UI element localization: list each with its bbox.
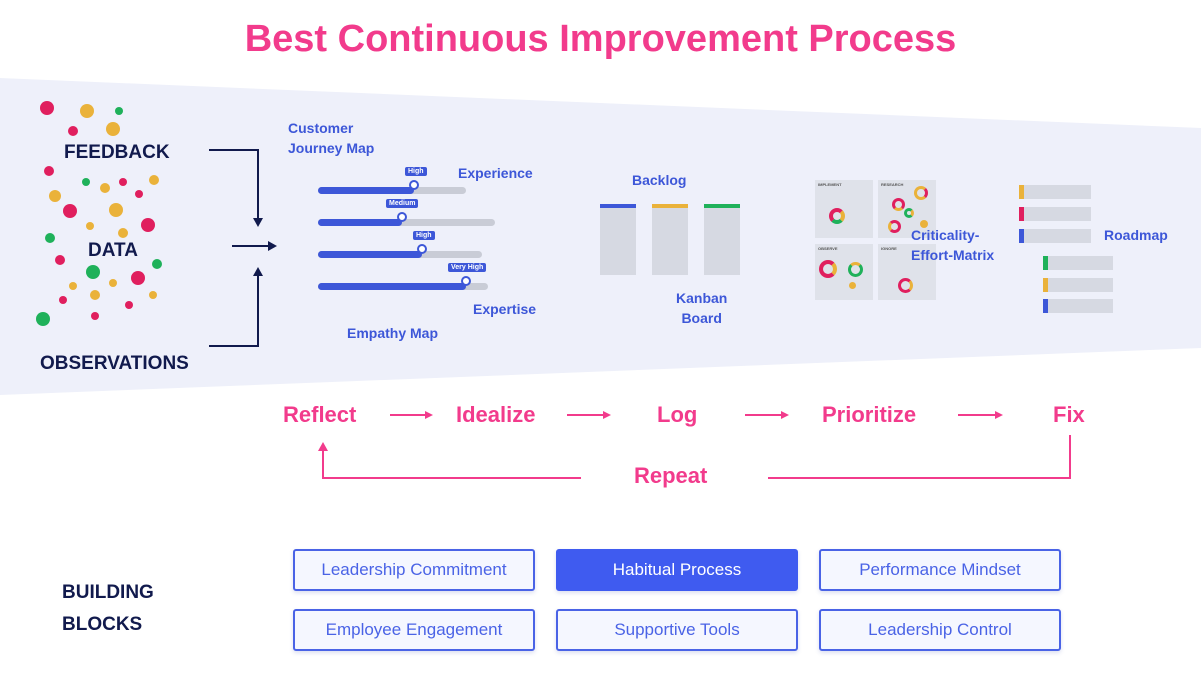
building-blocks-label: BUILDING BLOCKS <box>62 582 154 635</box>
block-leadership-control: Leadership Control <box>819 609 1061 651</box>
block-supportive-tools: Supportive Tools <box>556 609 798 651</box>
page-title: Best Continuous Improvement Process <box>244 18 957 60</box>
step-arrows <box>318 411 1071 479</box>
matrix-quadrant: RESEARCH <box>878 180 936 238</box>
level-tag: Medium <box>386 199 419 208</box>
input-arrows <box>209 149 270 347</box>
step-fix: Fix <box>1053 402 1085 427</box>
step-idealize: Idealize <box>456 402 536 427</box>
customer-journey-map-label: Customer Journey Map <box>288 120 375 156</box>
feedback-label: FEEDBACK <box>64 142 170 163</box>
block-leadership-commitment: Leadership Commitment <box>293 549 535 591</box>
empathy-map-label: Empathy Map <box>347 325 439 341</box>
step-prioritize: Prioritize <box>822 402 917 427</box>
backlog-label: Backlog <box>632 172 687 188</box>
kanban-columns <box>600 204 740 275</box>
empathy-sliders <box>318 180 495 290</box>
step-reflect: Reflect <box>283 402 357 427</box>
matrix-quadrant: IGNORE <box>878 244 936 300</box>
block-habitual-process: Habitual Process <box>556 549 798 591</box>
matrix-quadrant: IMPLEMENT <box>815 180 873 238</box>
criticality-effort-matrix-label: Criticality- Effort-Matrix <box>911 227 995 263</box>
kanban-board-label: Kanban Board <box>676 290 728 326</box>
level-tag: High <box>405 167 427 176</box>
repeat-label: Repeat <box>634 463 708 488</box>
block-performance-mindset: Performance Mindset <box>819 549 1061 591</box>
experience-label: Experience <box>458 165 533 181</box>
roadmap-bars <box>1019 185 1113 313</box>
roadmap-label: Roadmap <box>1104 227 1168 243</box>
matrix-quadrant: OBSERVE <box>815 244 873 300</box>
level-tag: High <box>413 231 435 240</box>
data-label: DATA <box>88 240 138 261</box>
step-log: Log <box>657 402 698 427</box>
level-tag: Very High <box>448 263 487 272</box>
scatter-dots <box>36 101 162 326</box>
expertise-label: Expertise <box>473 301 537 317</box>
observations-label: OBSERVATIONS <box>40 353 189 374</box>
block-employee-engagement: Employee Engagement <box>293 609 535 651</box>
